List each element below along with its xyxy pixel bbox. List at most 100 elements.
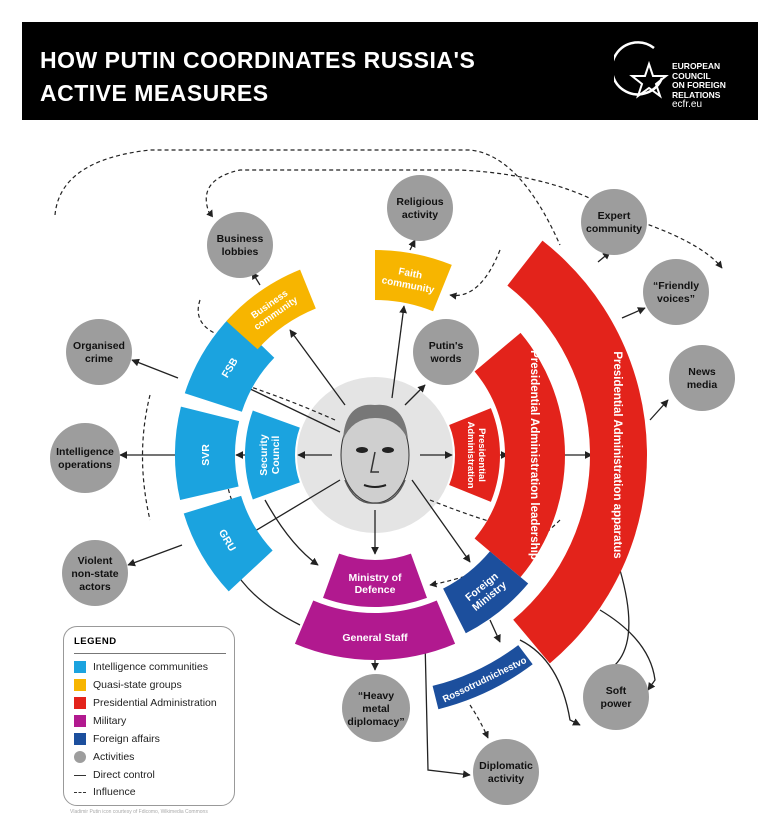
- control-line: [404, 384, 426, 406]
- legend-label: Quasi-state groups: [93, 679, 182, 691]
- legend-item-foreign: Foreign affairs: [74, 733, 160, 745]
- control-line: [131, 358, 179, 379]
- sector-rossotrudnichestvo[interactable]: [432, 645, 533, 710]
- logo-line: EUROPEAN: [672, 61, 721, 71]
- legend-label: Presidential Administration: [93, 697, 217, 709]
- control-line: [614, 569, 630, 666]
- swatch-icon: [74, 715, 86, 727]
- sector-foreign-ministry[interactable]: [443, 551, 529, 634]
- putin-portrait: [340, 404, 410, 504]
- label-svr: SVR: [200, 444, 212, 466]
- sector-presidential-administration[interactable]: [449, 408, 500, 502]
- control-line: [599, 609, 656, 691]
- logo-url: ecfr.eu: [672, 99, 703, 110]
- control-lines: [119, 239, 669, 779]
- legend-item-military: Military: [74, 715, 126, 727]
- control-line: [289, 329, 346, 406]
- sector-ministry-of-defence[interactable]: [323, 553, 427, 607]
- control-line: [519, 639, 581, 726]
- svg-text:Presidential Administration le: Presidential Administration leadership: [528, 350, 540, 560]
- logo-line: COUNCIL: [672, 70, 711, 81]
- svg-text:SecurityCouncil: SecurityCouncil: [258, 434, 282, 476]
- influence-line: [205, 169, 723, 269]
- sector-pa-leadership[interactable]: [474, 332, 566, 578]
- legend-label: Influence: [93, 786, 136, 798]
- legend-item-quasi-state: Quasi-state groups: [74, 679, 182, 691]
- svg-text:SVR: SVR: [200, 444, 212, 466]
- circle-icon: [74, 751, 86, 763]
- control-line: [127, 544, 183, 567]
- logo-line: RELATIONS: [672, 89, 721, 100]
- influence-line: [206, 209, 213, 218]
- legend-divider: [74, 653, 226, 654]
- control-line: [264, 499, 319, 566]
- influence-line: [54, 149, 561, 246]
- control-line: [424, 639, 471, 779]
- legend-item-activities: Activities: [74, 751, 134, 763]
- legend-item-intelligence: Intelligence communities: [74, 661, 208, 673]
- swatch-icon: [74, 733, 86, 745]
- control-line: [649, 399, 669, 421]
- legend-item-influence: Influence: [74, 786, 136, 798]
- sector-svr[interactable]: [175, 406, 240, 500]
- swatch-icon: [74, 661, 86, 673]
- influence-line: [449, 249, 501, 300]
- label-pa-apparatus: Presidential Administration apparatus: [611, 351, 623, 558]
- title-line-1: HOW PUTIN COORDINATES RUSSIA'S: [40, 47, 476, 73]
- legend-title: LEGEND: [74, 636, 117, 647]
- legend-label: Activities: [93, 751, 135, 763]
- svg-text:General Staff: General Staff: [342, 632, 408, 644]
- sector-business-community[interactable]: [226, 269, 316, 350]
- swatch-icon: [74, 697, 86, 709]
- sector-security-council[interactable]: [245, 410, 300, 500]
- label-presidential-administration: PresidentialAdministration: [465, 421, 487, 488]
- sector-pa-apparatus[interactable]: [507, 240, 647, 664]
- control-line: [489, 619, 501, 643]
- label-general-staff: General Staff: [342, 632, 408, 644]
- star-circle-logo-icon: [614, 41, 669, 99]
- control-line: [411, 479, 471, 563]
- control-line: [621, 307, 646, 319]
- influence-line: [469, 704, 489, 739]
- svg-text:Presidential Administration ap: Presidential Administration apparatus: [611, 351, 623, 558]
- control-line: [391, 305, 407, 399]
- title-line-2: ACTIVE MEASURES: [40, 80, 269, 106]
- control-line: [241, 384, 341, 433]
- sector-gru[interactable]: [183, 495, 273, 592]
- image-credit: Vladimir Putin icon courtesy of Fdicomo,…: [70, 809, 208, 815]
- legend-item-direct-control: Direct control: [74, 769, 155, 781]
- influence-line: [141, 394, 151, 521]
- swatch-icon: [74, 679, 86, 691]
- solid-line-icon: [74, 774, 86, 776]
- sector-faith-community[interactable]: [375, 250, 452, 312]
- legend-label: Direct control: [93, 769, 155, 781]
- legend: LEGEND Intelligence communities Quasi-st…: [63, 626, 235, 806]
- logo-line: ON FOREIGN: [672, 80, 726, 90]
- sector-general-staff[interactable]: [294, 600, 456, 660]
